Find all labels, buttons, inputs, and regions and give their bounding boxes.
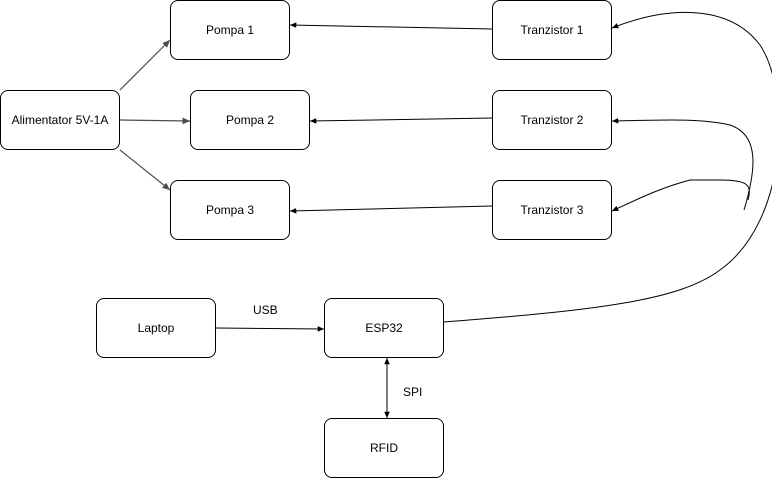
edge-label-usb: USB <box>253 303 278 317</box>
node-laptop-label: Laptop <box>137 321 175 335</box>
edge-esp32-tranzistor3 <box>611 179 750 212</box>
edge-tranzistor3-pompa3 <box>289 205 493 214</box>
edge-laptop-esp32 <box>215 326 325 332</box>
node-esp32: ESP32 <box>324 298 444 358</box>
node-laptop: Laptop <box>96 298 216 358</box>
node-pompa-2: Pompa 2 <box>190 90 310 150</box>
edge-esp32-tranzistor1 <box>443 11 772 323</box>
edge-alimentator-pompa1 <box>119 39 171 91</box>
node-rfid: RFID <box>324 418 444 478</box>
edge-label-spi: SPI <box>403 385 423 399</box>
edge-alimentator-pompa2 <box>119 117 191 125</box>
node-tranzistor-3: Tranzistor 3 <box>492 180 612 240</box>
node-pompa-3: Pompa 3 <box>170 180 290 240</box>
edge-alimentator-pompa3 <box>119 149 171 191</box>
node-pompa-1-label: Pompa 1 <box>205 23 255 37</box>
node-pompa-1: Pompa 1 <box>170 0 290 60</box>
node-tranzistor-2: Tranzistor 2 <box>492 90 612 150</box>
node-pompa-3-label: Pompa 3 <box>205 203 255 217</box>
edge-tranzistor1-pompa1 <box>289 22 493 30</box>
node-rfid-label: RFID <box>370 441 398 455</box>
edge-tranzistor2-pompa2 <box>309 117 493 124</box>
node-esp32-label: ESP32 <box>365 321 403 335</box>
edge-esp32-tranzistor2 <box>611 118 754 211</box>
node-pompa-2-label: Pompa 2 <box>225 113 275 127</box>
node-tranzistor-3-label: Tranzistor 3 <box>520 203 584 217</box>
node-tranzistor-1-label: Tranzistor 1 <box>520 23 584 37</box>
node-alimentator-label: Alimentator 5V-1A <box>11 113 109 127</box>
node-tranzistor-1: Tranzistor 1 <box>492 0 612 60</box>
node-tranzistor-2-label: Tranzistor 2 <box>520 113 584 127</box>
node-alimentator: Alimentator 5V-1A <box>0 90 120 150</box>
